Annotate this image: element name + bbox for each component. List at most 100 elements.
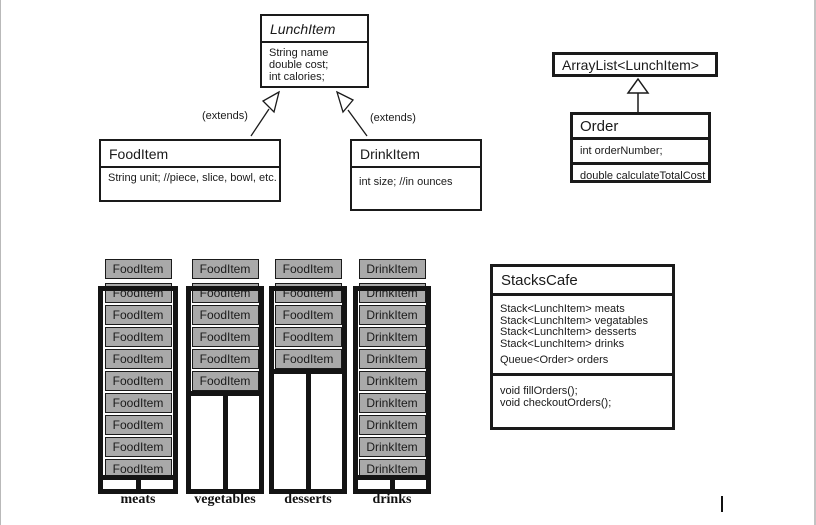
stack-cell: DrinkItem	[358, 437, 426, 457]
class-box-arraylist: ArrayList<LunchItem>	[552, 52, 718, 77]
class-attribute: Stack<LunchItem> drinks	[500, 337, 625, 350]
extends-arrow-right	[335, 90, 368, 137]
class-title: FoodItem	[109, 146, 169, 162]
stack-cell: FoodItem	[104, 459, 172, 479]
stack-spring	[103, 475, 173, 489]
class-title: Order	[580, 118, 619, 135]
class-box-drinkitem: DrinkItem int size; //in ounces	[350, 139, 482, 211]
class-attributes: String unit; //piece, slice, bowl, etc.	[101, 168, 279, 188]
class-attribute: String unit; //piece, slice, bowl, etc.	[108, 172, 277, 184]
stack-cell: DrinkItem	[358, 415, 426, 435]
stack-cell: FoodItem	[274, 349, 342, 369]
class-box-lunchitem: LunchItem String name double cost; int c…	[260, 14, 369, 88]
spring-column	[358, 480, 390, 489]
stack-cell: FoodItem	[274, 327, 342, 347]
extends-label-left: (extends)	[202, 110, 248, 122]
stack-label: drinks	[372, 492, 412, 507]
class-method: void checkoutOrders();	[500, 396, 612, 409]
class-method: double calculateTotalCost	[580, 170, 706, 182]
class-box-stackscafe: StacksCafe Stack<LunchItem> meats Stack<…	[490, 264, 675, 430]
stack-frame	[186, 286, 264, 494]
stack-cell: FoodItem	[274, 305, 342, 325]
compartment-divider	[573, 162, 708, 165]
class-attribute: double cost;	[269, 59, 329, 71]
class-attributes: int orderNumber;	[573, 140, 708, 162]
stack-label: desserts	[284, 492, 332, 507]
extends-label-right: (extends)	[370, 112, 416, 124]
compartment-divider	[352, 166, 480, 168]
class-attribute: int orderNumber;	[580, 145, 663, 157]
stack-label: meats	[120, 492, 156, 507]
stack-cell: FoodItem	[104, 371, 172, 391]
class-attribute: Stack<LunchItem> meats	[500, 303, 625, 315]
class-box-fooditem: FoodItem String unit; //piece, slice, bo…	[99, 139, 281, 202]
spring-divider	[305, 374, 311, 489]
stack-spring	[274, 369, 342, 489]
class-box-order: Order int orderNumber; double calculateT…	[570, 112, 711, 183]
stack-cell: FoodItem	[104, 327, 172, 347]
spring-column	[227, 396, 259, 489]
stack-cell: FoodItem	[104, 393, 172, 413]
class-attribute: Queue<Order> orders	[500, 354, 609, 366]
class-attributes: String name double cost; int calories;	[262, 43, 367, 87]
spring-divider	[389, 480, 395, 489]
stack-cell: FoodItem	[191, 371, 259, 391]
stack-cell: FoodItem	[104, 349, 172, 369]
compartment-divider	[573, 137, 708, 140]
stack-cell: FoodItem	[104, 437, 172, 457]
stack-cell: FoodItem	[191, 305, 259, 325]
class-attribute: Stack<LunchItem> desserts	[500, 326, 637, 338]
extends-arrow-left	[250, 90, 280, 137]
stack-cell: DrinkItem	[358, 371, 426, 391]
class-title: DrinkItem	[360, 146, 420, 162]
class-title: LunchItem	[270, 21, 336, 37]
stack-frame	[98, 286, 178, 494]
class-title: StacksCafe	[501, 272, 578, 289]
stack-cell: DrinkItem	[358, 327, 426, 347]
class-title: ArrayList<LunchItem>	[562, 57, 699, 73]
class-attribute: Stack<LunchItem> vegatables	[500, 314, 648, 327]
stack-cell-floating: DrinkItem	[358, 259, 426, 279]
stack-cell: DrinkItem	[358, 459, 426, 479]
class-method: void fillOrders();	[500, 384, 578, 397]
stack-cell-floating: FoodItem	[274, 259, 342, 279]
compartment-divider	[262, 41, 367, 43]
stack-cell: DrinkItem	[358, 349, 426, 369]
stack-cell: FoodItem	[104, 305, 172, 325]
stack-spring	[358, 475, 426, 489]
spring-divider	[222, 396, 228, 489]
spring-column	[274, 374, 306, 489]
stack-frame	[353, 286, 431, 494]
class-attribute: int size; //in ounces	[359, 176, 453, 188]
stack-cell: FoodItem	[104, 415, 172, 435]
spring-column	[140, 480, 173, 489]
compartment-divider	[493, 372, 672, 376]
class-attributes: Stack<LunchItem> meats Stack<LunchItem> …	[493, 296, 672, 373]
stack-cell-floating: FoodItem	[104, 259, 172, 279]
spring-column	[394, 480, 426, 489]
text-cursor	[721, 496, 723, 512]
spring-column	[310, 374, 342, 489]
compartment-divider	[101, 166, 279, 168]
stack-cell-floating: FoodItem	[191, 259, 259, 279]
compartment-divider	[493, 293, 672, 296]
class-attributes: int size; //in ounces	[352, 168, 480, 192]
spring-column	[191, 396, 223, 489]
class-attribute: int calories;	[269, 71, 325, 83]
stack-cell: DrinkItem	[358, 305, 426, 325]
spring-divider	[135, 480, 141, 489]
inheritance-triangle-arraylist	[626, 77, 650, 113]
stack-frame	[269, 286, 347, 494]
stack-cell: FoodItem	[191, 349, 259, 369]
